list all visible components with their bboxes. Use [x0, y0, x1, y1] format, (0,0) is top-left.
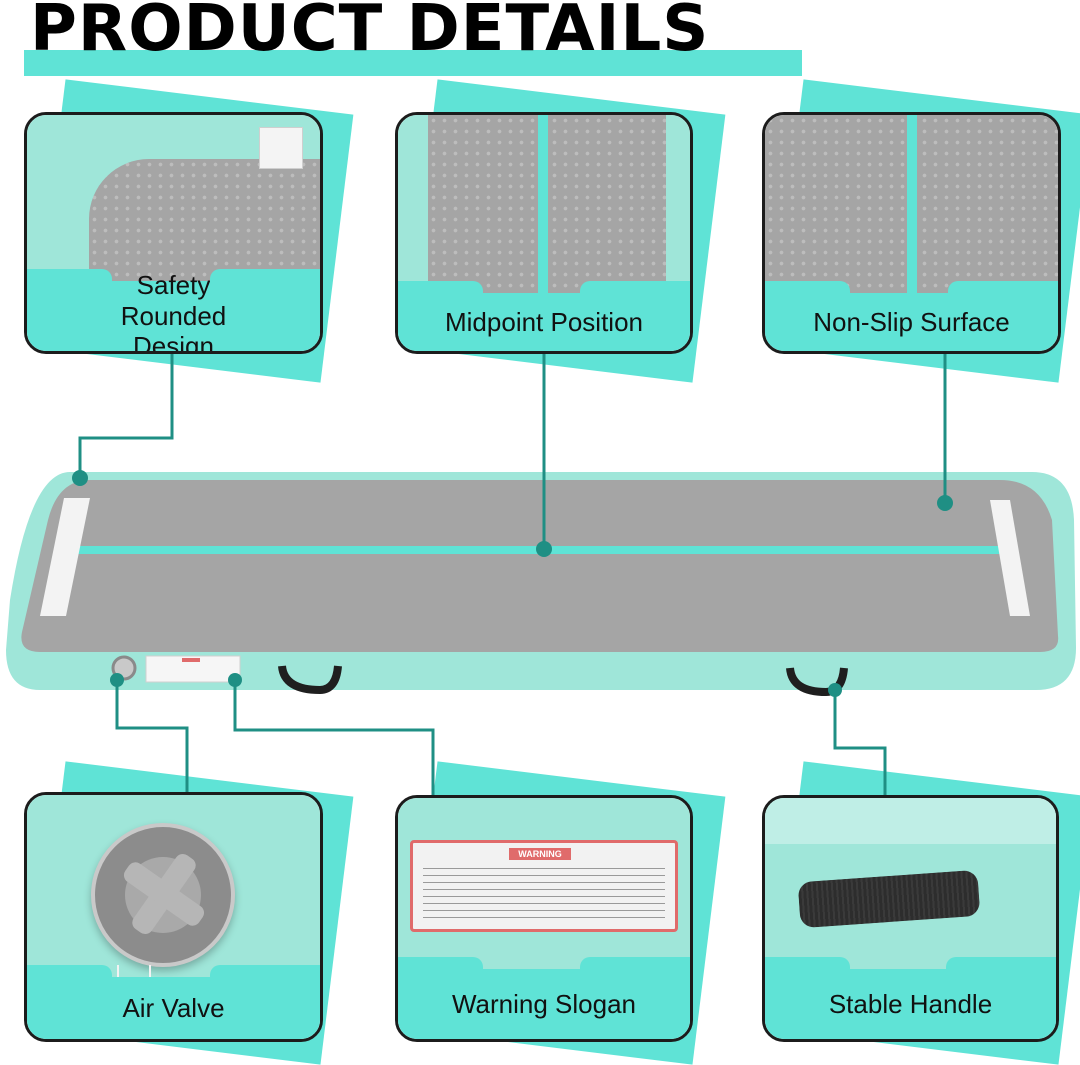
warning-sticker: WARNING [410, 840, 678, 932]
feature-label: Midpoint Position [398, 281, 690, 351]
feature-card-warning: WARNING Warning Slogan [395, 795, 693, 1042]
page-title: PRODUCT DETAILS [30, 0, 710, 66]
feature-card-valve: Air Valve [24, 792, 323, 1042]
warning-sticker-heading: WARNING [509, 848, 571, 860]
feature-label: Air Valve [27, 965, 320, 1039]
mat-end-strip-right [990, 500, 1030, 616]
mat-top-surface [21, 480, 1059, 652]
air-valve-icon [111, 655, 137, 681]
feature-card-midpoint: Midpoint Position [395, 112, 693, 354]
mat-center-line [70, 546, 1010, 554]
feature-card-safety: Safety Rounded Design [24, 112, 323, 354]
title-underline-bar [24, 50, 802, 76]
feature-card-handle: Stable Handle [762, 795, 1059, 1042]
air-valve-icon [91, 823, 235, 967]
feature-label: Stable Handle [765, 957, 1056, 1039]
handle-icon [786, 667, 848, 697]
feature-label: Non-Slip Surface [765, 281, 1058, 351]
mat-end-strip-left [40, 498, 90, 616]
feature-label: Warning Slogan [398, 957, 690, 1039]
feature-card-nonslip: Non-Slip Surface [762, 112, 1061, 354]
